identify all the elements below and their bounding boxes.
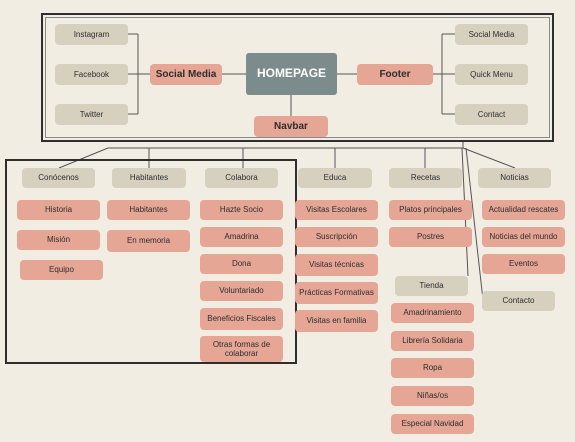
homepage-hub: HOMEPAGE	[246, 53, 337, 95]
footer-item-social-media: Social Media	[455, 24, 528, 45]
footer-item-contact: Contact	[455, 104, 528, 125]
conocenos-item-mision: Misión	[17, 230, 100, 250]
habitantes-item-en-memoria: En memoria	[107, 230, 190, 252]
social-item-twitter: Twitter	[55, 104, 128, 125]
colabora-item-dona: Dona	[200, 254, 283, 274]
conocenos-item-historia: Historia	[17, 200, 100, 220]
footer-node: Footer	[357, 64, 433, 85]
educa-item-practicas-formativas: Prácticas Formativas	[295, 282, 378, 304]
section-educa: Educa	[298, 168, 372, 188]
educa-item-visitas-escolares: Visitas Escolares	[295, 200, 378, 220]
tienda-item-ninas-os: Niñas/os	[391, 386, 474, 406]
educa-item-suscripcion: Suscripción	[295, 227, 378, 247]
educa-item-visitas-tecnicas: Visitas técnicas	[295, 254, 378, 276]
social-media-node: Social Media	[150, 64, 222, 85]
noticias-item-actualidad-rescates: Actualidad rescates	[482, 200, 565, 220]
recetas-item-platos-principales: Platos principales	[389, 200, 472, 220]
habitantes-item-habitantes: Habitantes	[107, 200, 190, 220]
homepage-inner-frame	[45, 17, 550, 138]
tienda-item-amadrinamiento: Amadrinamiento	[391, 303, 474, 323]
recetas-item-postres: Postres	[389, 227, 472, 247]
section-noticias: Noticias	[478, 168, 551, 188]
section-habitantes: Habitantes	[112, 168, 186, 188]
section-conocenos: Conócenos	[22, 168, 95, 188]
colabora-item-otras-formas: Otras formas de colaborar	[200, 336, 283, 362]
noticias-item-noticias-del-mundo: Noticias del mundo	[482, 227, 565, 247]
section-contacto: Contacto	[482, 291, 555, 311]
colabora-item-amadrina: Amadrina	[200, 227, 283, 247]
noticias-item-eventos: Eventos	[482, 254, 565, 274]
social-item-instagram: Instagram	[55, 24, 128, 45]
conocenos-item-equipo: Equipo	[20, 260, 103, 280]
colabora-item-hazte-socio: Hazte Socio	[200, 200, 283, 220]
section-colabora: Colabora	[205, 168, 278, 188]
social-item-facebook: Facebook	[55, 64, 128, 85]
colabora-item-voluntariado: Voluntariado	[200, 281, 283, 301]
tienda-item-ropa: Ropa	[391, 358, 474, 378]
section-tienda: Tienda	[395, 276, 468, 296]
tienda-item-libreria-solidaria: Librería Solidaria	[391, 331, 474, 351]
section-recetas: Recetas	[389, 168, 462, 188]
tienda-item-especial-navidad: Especial Navidad	[391, 414, 474, 434]
navbar-node: Navbar	[254, 116, 328, 137]
educa-item-visitas-en-familia: Visitas en familia	[295, 310, 378, 332]
colabora-item-beneficios-fiscales: Beneficios Fiscales	[200, 308, 283, 330]
homepage-frame	[41, 13, 554, 142]
footer-item-quick-menu: Quick Menu	[455, 64, 528, 85]
